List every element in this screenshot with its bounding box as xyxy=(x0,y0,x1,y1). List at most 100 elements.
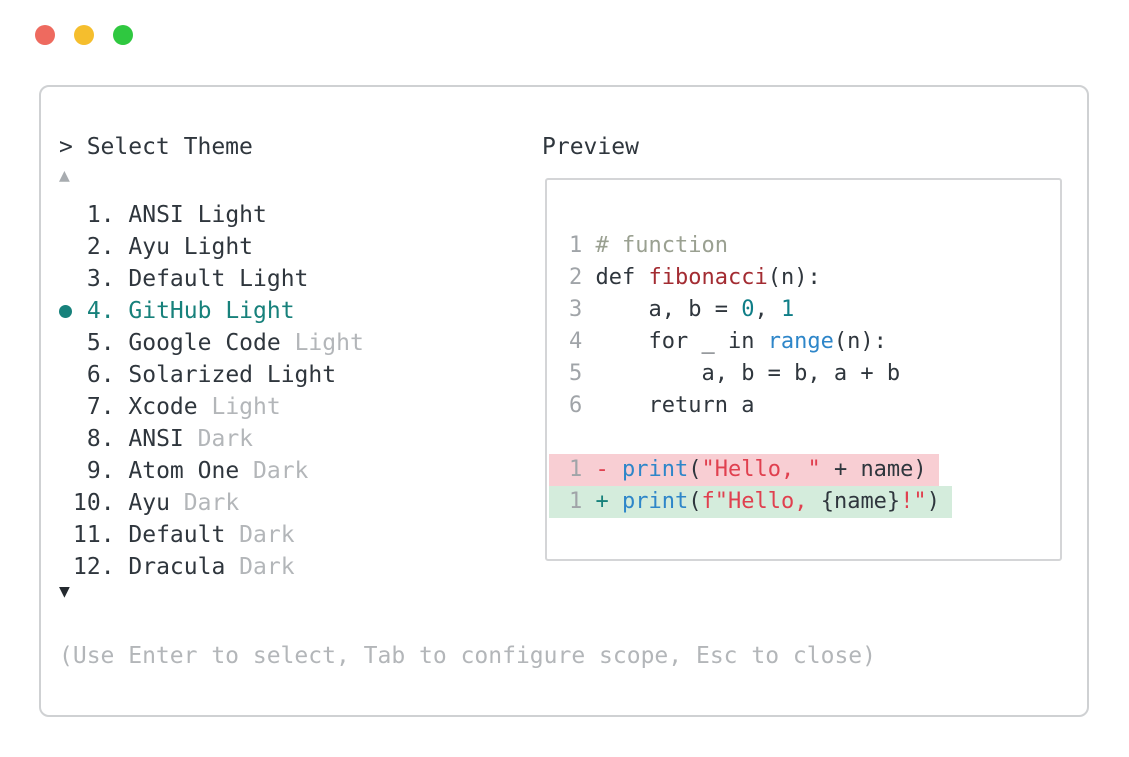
theme-item[interactable]: 2. Ayu Light xyxy=(59,231,499,263)
line-number: 4 xyxy=(569,329,596,354)
code-token: ) xyxy=(926,489,940,514)
line-number: 5 xyxy=(569,361,596,386)
theme-item-label: Google Code xyxy=(128,330,295,356)
theme-item-number: 8. xyxy=(73,426,129,452)
code-line: 1 # function xyxy=(569,230,1060,262)
code-token: (n): xyxy=(767,265,821,290)
theme-item-label: ANSI Light xyxy=(128,202,267,228)
theme-item-variant: Dark xyxy=(183,490,240,516)
theme-item-variant: Dark xyxy=(253,458,309,484)
code-token: ( xyxy=(688,489,702,514)
code-token: print xyxy=(622,489,689,514)
theme-item-number: 7. xyxy=(73,394,129,420)
theme-item-number: 1. xyxy=(73,202,129,228)
code-line: 3 a, b = 0, 1 xyxy=(569,294,1060,326)
close-button[interactable] xyxy=(35,25,55,45)
bullet-placeholder xyxy=(59,241,72,254)
theme-item-number: 5. xyxy=(73,330,129,356)
code-token: 1 xyxy=(780,297,795,322)
theme-item-label: Dracula xyxy=(128,554,240,580)
theme-item[interactable]: 3. Default Light xyxy=(59,263,499,295)
line-number: 6 xyxy=(569,393,596,418)
window-controls xyxy=(35,25,133,45)
theme-item-label: Default xyxy=(128,522,240,548)
code-token: !" xyxy=(900,489,927,514)
minimize-button[interactable] xyxy=(74,25,94,45)
theme-item-variant: Light xyxy=(294,330,364,356)
code-line: 1 - print("Hello, " + name) xyxy=(549,454,1060,486)
line-number: 3 xyxy=(569,297,596,322)
bullet-placeholder xyxy=(59,465,72,478)
theme-item-variant: Dark xyxy=(239,522,295,548)
theme-item[interactable]: 8. ANSI Dark xyxy=(59,423,499,455)
theme-item[interactable]: 9. Atom One Dark xyxy=(59,455,499,487)
line-number: 2 xyxy=(569,265,596,290)
line-number: 1 xyxy=(569,233,596,258)
code-token: + name) xyxy=(820,457,927,482)
bullet-placeholder xyxy=(59,369,72,382)
theme-item-number: 9. xyxy=(73,458,129,484)
code-token: for _ in xyxy=(595,329,768,354)
theme-item-label: Solarized Light xyxy=(128,362,337,388)
theme-item-label: Default Light xyxy=(128,266,309,292)
bullet-placeholder xyxy=(59,273,72,286)
theme-item-label: GitHub Light xyxy=(128,298,295,324)
bullet-placeholder xyxy=(59,529,72,542)
code-token: ( xyxy=(688,457,702,482)
theme-item-number: 4. xyxy=(73,298,129,324)
theme-item[interactable]: 7. Xcode Light xyxy=(59,391,499,423)
theme-item-number: 10. xyxy=(73,490,129,516)
code-token: "Hello, " xyxy=(701,457,821,482)
code-token: 0 xyxy=(741,297,755,322)
theme-item[interactable]: 12. Dracula Dark xyxy=(59,551,499,583)
theme-item-label: ANSI xyxy=(128,426,198,452)
bullet-placeholder xyxy=(59,561,72,574)
code-token: # function xyxy=(595,233,728,258)
theme-item-number: 6. xyxy=(73,362,129,388)
theme-item-variant: Dark xyxy=(197,426,254,452)
code-token: print xyxy=(622,457,689,482)
theme-picker-window: > Select Theme ▲ 1. ANSI Light 2. Ayu Li… xyxy=(39,85,1089,717)
bullet-placeholder xyxy=(59,337,72,350)
bullet-placeholder xyxy=(59,433,72,446)
line-number: 1 xyxy=(569,457,596,482)
theme-item-number: 2. xyxy=(73,234,129,260)
line-number: 1 xyxy=(569,489,596,514)
code-token: return a xyxy=(595,393,755,418)
theme-item-variant: Light xyxy=(211,394,281,420)
code-token: f"Hello, xyxy=(701,489,821,514)
bullet-placeholder xyxy=(59,497,72,510)
theme-item-number: 12. xyxy=(73,554,129,580)
code-token: - xyxy=(595,457,622,482)
code-line: 4 for _ in range(n): xyxy=(569,326,1060,358)
maximize-button[interactable] xyxy=(113,25,133,45)
theme-item[interactable]: 1. ANSI Light xyxy=(59,199,499,231)
theme-item[interactable]: 4. GitHub Light xyxy=(59,295,499,327)
code-token: range xyxy=(767,329,834,354)
code-token: , xyxy=(754,297,781,322)
theme-item[interactable]: 6. Solarized Light xyxy=(59,359,499,391)
theme-item[interactable]: 10. Ayu Dark xyxy=(59,487,499,519)
scroll-up-icon[interactable]: ▲ xyxy=(59,165,70,186)
bullet-placeholder xyxy=(59,401,72,414)
code-token: (n): xyxy=(833,329,887,354)
theme-item[interactable]: 5. Google Code Light xyxy=(59,327,499,359)
bullet-placeholder xyxy=(59,209,72,222)
code-line xyxy=(569,422,1060,454)
theme-list: 1. ANSI Light 2. Ayu Light 3. Default Li… xyxy=(59,199,499,583)
code-line: 1 + print(f"Hello, {name}!") xyxy=(549,486,1060,518)
code-line: 5 a, b = b, a + b xyxy=(569,358,1060,390)
scroll-down-icon[interactable]: ▼ xyxy=(59,581,70,602)
code-token: + xyxy=(595,489,622,514)
code-token: {name} xyxy=(820,489,901,514)
code-line: 6 return a xyxy=(569,390,1060,422)
theme-item[interactable]: 11. Default Dark xyxy=(59,519,499,551)
code-token: def xyxy=(595,265,649,290)
theme-item-label: Xcode xyxy=(128,394,212,420)
theme-item-label: Atom One xyxy=(128,458,254,484)
selected-bullet-icon xyxy=(59,304,72,318)
select-theme-prompt: > Select Theme xyxy=(59,134,253,160)
code-line: 2 def fibonacci(n): xyxy=(569,262,1060,294)
help-text: (Use Enter to select, Tab to configure s… xyxy=(59,643,876,669)
